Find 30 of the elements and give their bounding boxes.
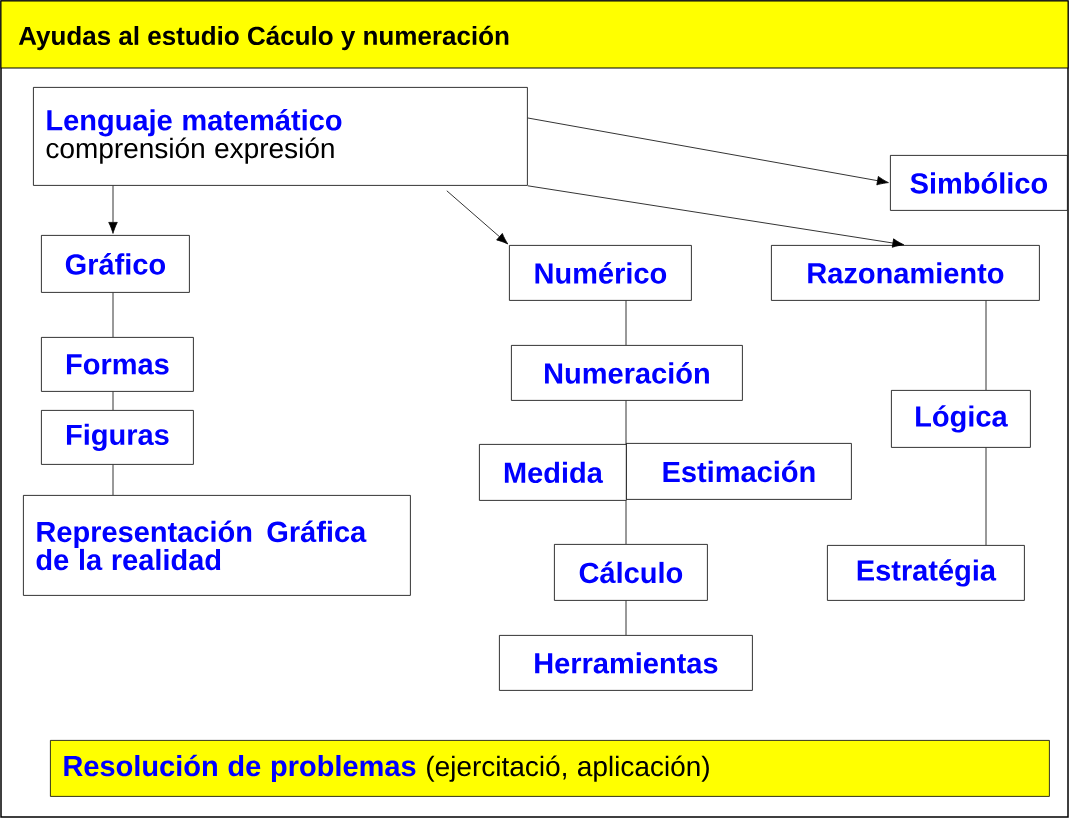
connector-line bbox=[985, 447, 987, 546]
concept-box: Estratégia bbox=[827, 545, 1025, 601]
concept-box: Razonamiento bbox=[771, 245, 1040, 301]
connector-line bbox=[112, 292, 114, 338]
arrow bbox=[527, 185, 905, 248]
connector-line bbox=[112, 391, 114, 411]
connector-line bbox=[625, 600, 627, 636]
concept-box: Lenguaje matemático comprensión expresión bbox=[33, 87, 528, 186]
highlight-box: Resolución de problemas (ejercitació, aplicación) bbox=[50, 740, 1050, 797]
connector-line bbox=[625, 400, 627, 445]
arrow bbox=[527, 117, 889, 186]
concept-box: Cálculo bbox=[554, 544, 708, 601]
concept-box: Numeración bbox=[511, 345, 743, 401]
concept-box: Figuras bbox=[41, 410, 194, 465]
connector-line bbox=[625, 500, 627, 545]
concept-box: Gráfico bbox=[41, 235, 190, 293]
concept-box: Simbólico bbox=[890, 155, 1068, 211]
arrow bbox=[108, 185, 118, 234]
concept-box: Representación Gráfica de la realidad bbox=[23, 495, 411, 596]
concept-box: Lógica bbox=[891, 390, 1031, 448]
concept-box: Estimación bbox=[626, 443, 852, 500]
concept-box: Herramientas bbox=[499, 635, 753, 691]
connector-line bbox=[985, 300, 987, 391]
concept-box: Numérico bbox=[509, 245, 692, 301]
concept-box: Formas bbox=[41, 337, 194, 392]
connector-line bbox=[625, 300, 627, 346]
connector-line bbox=[112, 464, 114, 496]
arrow bbox=[446, 190, 509, 245]
concept-box: Medida bbox=[479, 444, 627, 501]
title-band: Ayudas al estudio Cáculo y numeración bbox=[0, 0, 1069, 69]
